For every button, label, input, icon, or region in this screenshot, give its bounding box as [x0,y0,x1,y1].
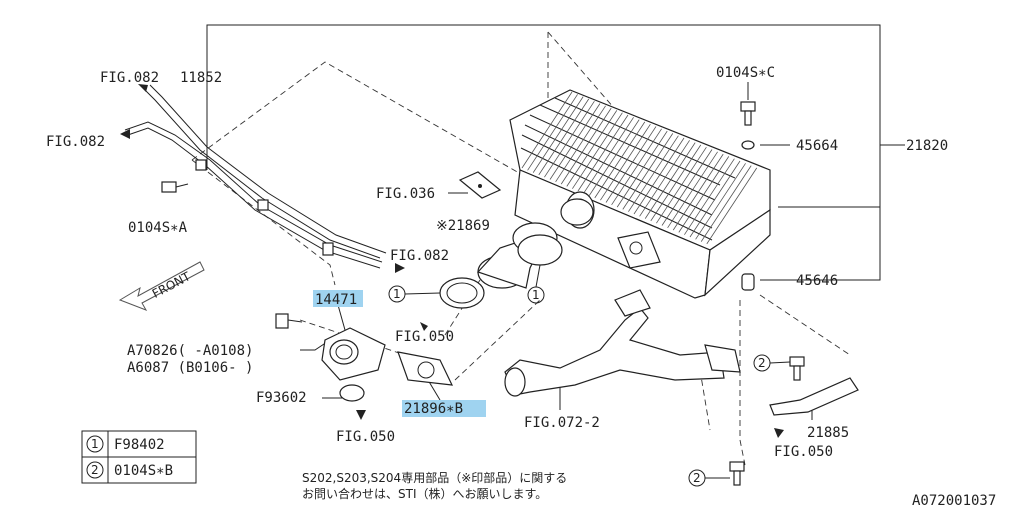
label-45664: 45664 [796,138,838,154]
fin-line [700,165,752,242]
fin-line [672,153,724,231]
fin-line [600,123,651,201]
label-14471: 14471 [315,292,357,308]
label-F93602: F93602 [256,390,307,406]
label-fig082-top[interactable]: FIG.082 [100,70,159,86]
callout-2b: 2 [693,471,701,485]
fin-line [560,107,612,185]
fin-line [639,140,690,217]
label-fig050-center[interactable]: FIG.050 [395,329,454,345]
label-A70826: A70826( -A0108) [127,343,253,359]
fin-line [661,149,713,226]
fin-line [678,156,730,233]
fin-line [605,126,657,203]
fin-line [628,135,679,212]
fin-line [532,96,584,173]
fin-line [572,112,623,189]
pipe-11852 [124,84,387,269]
callout-2a: 2 [758,356,766,370]
frame-lines [206,24,905,420]
note-line-1: S202,S203,S204専用部品（※印部品）に関する [302,470,567,485]
fin-line [521,91,573,169]
fin-line [684,158,735,235]
fin-line [695,163,746,240]
legend-num-2: 2 [91,463,99,477]
fin-line [622,133,674,210]
grommet-45646 [741,273,755,291]
label-fig050-bottom[interactable]: FIG.050 [336,429,395,445]
diagram-id: A072001037 [912,493,996,509]
label-21820: 21820 [906,138,948,154]
intercooler-fins [521,91,758,245]
bolt-0104S-C [740,101,756,126]
fin-line [583,117,634,194]
legend-num-1: 1 [91,437,99,451]
fin-line [566,110,618,187]
front-arrow-icon [118,261,205,311]
fin-line [555,105,606,183]
fin-line [706,167,758,245]
pipe-fig072-2 [504,289,741,397]
label-21869: ※21869 [436,218,490,234]
bracket-21885 [769,377,859,416]
highlight-21896-B [402,400,486,417]
intercooler-21820 [509,89,771,299]
bolt-callout-2a [789,356,805,381]
clamp-F93602 [339,384,365,402]
legend-table: 1 F98402 2 0104S∗B [81,430,197,484]
fin-line [577,114,629,192]
label-fig072-2[interactable]: FIG.072-2 [524,415,600,431]
label-fig082-mid[interactable]: FIG.082 [390,248,449,264]
label-front: FRONT [150,269,193,301]
fin-line [616,130,668,208]
fin-line [549,103,601,180]
callout-1a: 1 [393,287,401,301]
fin-line [650,144,702,222]
fin-line [538,98,590,176]
fin-line [644,142,696,219]
part-14471 [321,327,386,381]
label-fig082-left[interactable]: FIG.082 [46,134,105,150]
fin-line [656,146,707,224]
clamp-left [439,277,485,309]
label-fig036[interactable]: FIG.036 [376,186,435,202]
label-21896-B: 21896∗B [404,401,463,417]
label-45646: 45646 [796,273,838,289]
label-0104S-A: 0104S∗A [128,220,188,236]
arrow-icons [120,84,784,438]
label-A6087: A6087 (B0106- ) [127,360,253,376]
bolt-A70826 [275,313,303,329]
fin-line [611,128,662,206]
fin-line [594,121,646,199]
label-0104S-C: 0104S∗C [716,65,775,81]
legend-part-2: 0104S∗B [114,463,173,479]
fin-line [667,151,718,229]
label-21885: 21885 [807,425,849,441]
fin-line [527,94,578,171]
bracket-fig036 [458,171,502,199]
bolt-0104S-A [161,181,189,193]
label-11852: 11852 [180,70,222,86]
clamp-right [517,234,563,266]
callout-1b: 1 [532,288,540,302]
legend-part-1: F98402 [114,437,165,453]
callout-circles [388,264,791,487]
fin-line [544,100,595,178]
fin-line [588,119,640,196]
fin-line [689,160,741,238]
gasket-21896-B [397,351,454,386]
label-fig050-right[interactable]: FIG.050 [774,444,833,460]
fin-line [633,137,685,215]
bolt-callout-2b [729,461,745,486]
washer-45664 [741,140,755,150]
note-line-2: お問い合わせは、STI（株）へお願いします。 [302,486,547,501]
highlight-14471 [313,290,363,307]
